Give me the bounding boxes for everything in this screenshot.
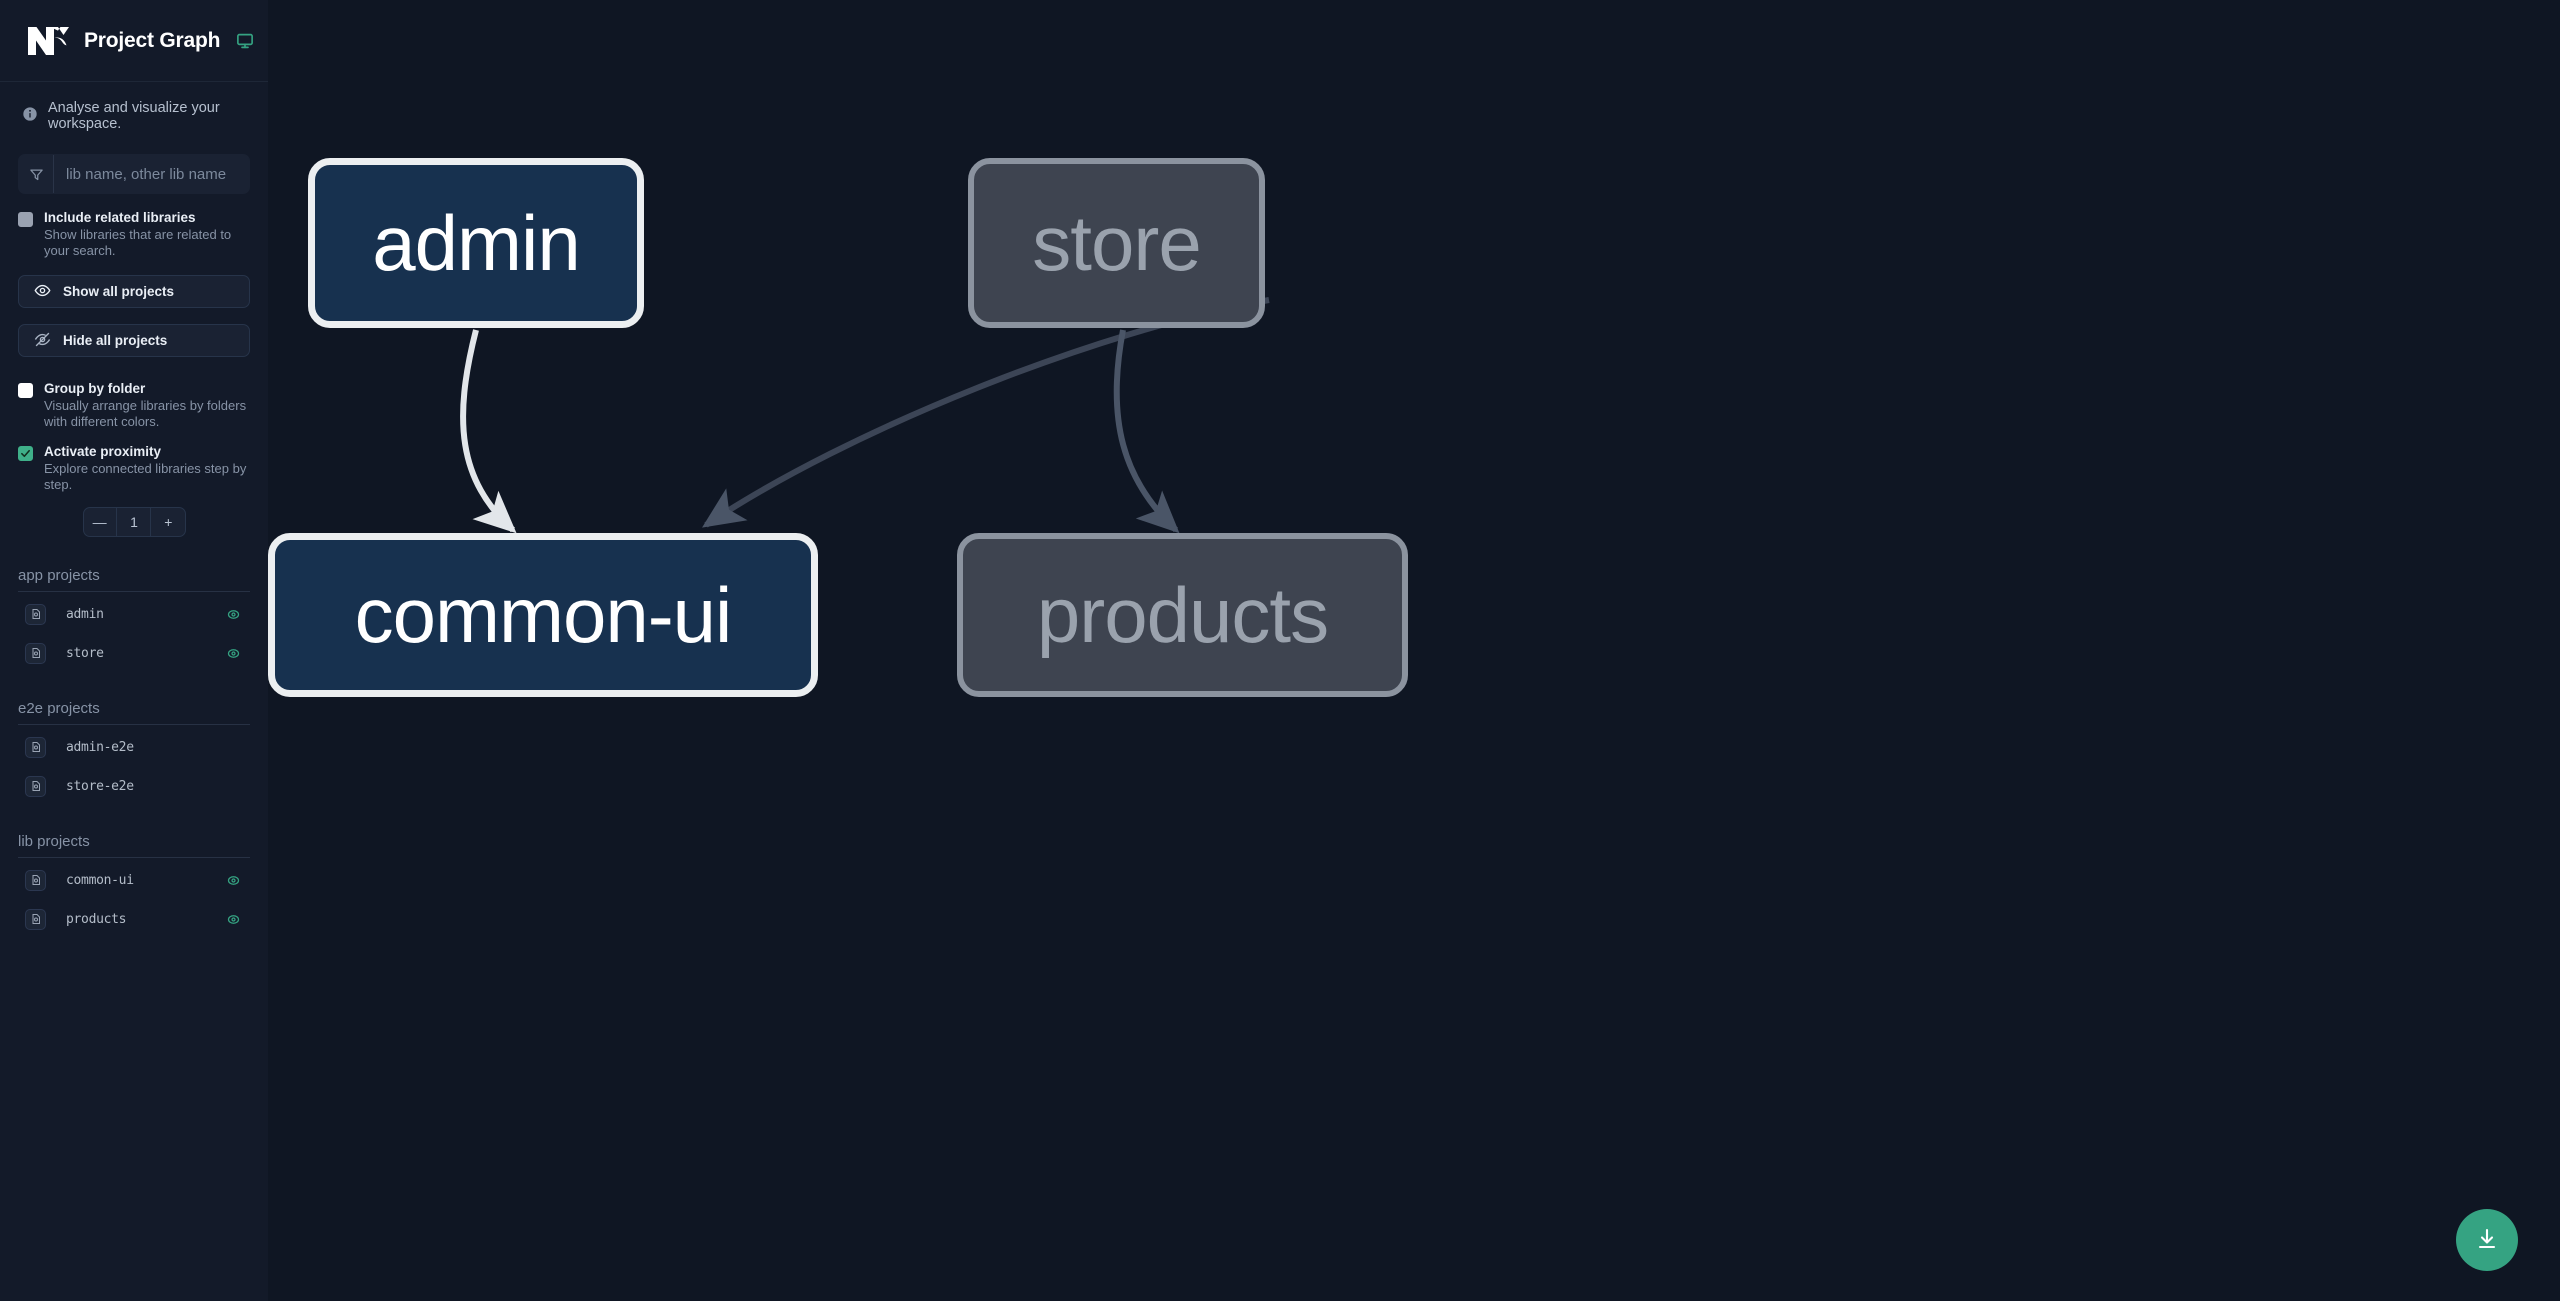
option-activate-proximity[interactable]: Activate proximity Explore connected lib… (0, 444, 268, 493)
project-row-products[interactable]: products (18, 902, 250, 936)
graph-node-common-ui[interactable]: common-ui (268, 533, 818, 697)
project-name: store-e2e (66, 778, 134, 794)
option-subtitle: Show libraries that are related to your … (44, 227, 232, 258)
edge-admin-to-common-ui (460, 329, 517, 534)
filter-funnel-icon (19, 155, 54, 193)
project-row-admin-e2e[interactable]: admin-e2e (18, 730, 250, 764)
project-row-common-ui[interactable]: common-ui (18, 863, 250, 897)
sidebar-header: Project Graph (0, 0, 268, 82)
show-all-projects-label: Show all projects (63, 284, 175, 299)
eye-off-icon (34, 331, 51, 351)
project-group-app: app projects admin store (0, 567, 268, 670)
info-circle-icon (22, 106, 38, 127)
proximity-stepper[interactable]: — 1 + (82, 507, 186, 537)
project-row-store[interactable]: store (18, 636, 250, 670)
checkbox-activate-proximity[interactable] (18, 446, 33, 461)
nx-logo-icon (26, 21, 70, 61)
hide-all-projects-label: Hide all projects (63, 333, 168, 348)
project-name: products (66, 911, 127, 927)
project-file-icon (25, 775, 46, 797)
graph-canvas[interactable]: admin store common-ui products (268, 0, 2560, 1301)
graph-node-admin[interactable]: admin (308, 158, 644, 328)
tagline-row: Analyse and visualize your workspace. (0, 82, 268, 132)
edge-store-to-products (1113, 329, 1180, 534)
eye-icon (34, 282, 51, 302)
edge-store-to-common-ui (702, 297, 1270, 528)
page-title: Project Graph (84, 28, 221, 52)
group-title: e2e projects (18, 700, 250, 725)
project-file-icon (25, 869, 46, 891)
hide-all-projects-button[interactable]: Hide all projects (18, 324, 250, 357)
option-group-by-folder[interactable]: Group by folder Visually arrange librari… (0, 381, 268, 430)
graph-node-label: products (1036, 570, 1329, 659)
option-title: Activate proximity (44, 444, 162, 459)
project-row-admin[interactable]: admin (18, 597, 250, 631)
show-all-projects-button[interactable]: Show all projects (18, 275, 250, 308)
project-file-icon (25, 642, 46, 664)
graph-node-store[interactable]: store (968, 158, 1265, 328)
project-row-store-e2e[interactable]: store-e2e (18, 769, 250, 803)
option-subtitle: Visually arrange libraries by folders wi… (44, 398, 247, 429)
project-file-icon (25, 603, 46, 625)
graph-node-products[interactable]: products (957, 533, 1408, 697)
group-title: app projects (18, 567, 250, 592)
sidebar: Project Graph Analyse and visualize your… (0, 0, 268, 1301)
project-file-icon (25, 908, 46, 930)
option-title: Include related libraries (44, 210, 196, 225)
project-name: admin-e2e (66, 739, 134, 755)
project-group-lib: lib projects common-ui products (0, 833, 268, 936)
visibility-eye-icon[interactable] (226, 646, 241, 661)
search-filter-row[interactable] (18, 154, 250, 194)
download-icon (2475, 1227, 2499, 1254)
monitor-icon[interactable] (236, 32, 254, 50)
project-name: common-ui (66, 872, 134, 888)
project-file-icon (25, 736, 46, 758)
tagline-text: Analyse and visualize your workspace. (48, 100, 220, 132)
visibility-eye-icon[interactable] (226, 607, 241, 622)
group-title: lib projects (18, 833, 250, 858)
search-input[interactable] (54, 155, 249, 193)
visibility-eye-icon[interactable] (226, 912, 241, 927)
checkbox-group-by-folder[interactable] (18, 383, 33, 398)
option-title: Group by folder (44, 381, 146, 396)
visibility-eye-icon[interactable] (226, 873, 241, 888)
graph-node-label: common-ui (354, 570, 733, 659)
option-subtitle: Explore connected libraries step by step… (44, 461, 247, 492)
download-graph-button[interactable] (2456, 1209, 2518, 1271)
project-group-e2e: e2e projects admin-e2e store-e2e (0, 700, 268, 803)
project-name: admin (66, 606, 104, 622)
checkbox-include-related-libraries[interactable] (18, 212, 33, 227)
graph-node-label: admin (372, 198, 580, 287)
stepper-divider (115, 508, 118, 536)
stepper-divider (150, 508, 152, 536)
project-name: store (66, 645, 104, 661)
proximity-increment-button[interactable]: + (164, 514, 173, 530)
option-include-related-libraries[interactable]: Include related libraries Show libraries… (0, 210, 268, 259)
graph-node-label: store (1032, 198, 1201, 287)
proximity-decrement-button[interactable]: — (92, 514, 107, 530)
proximity-value: 1 (130, 514, 138, 530)
